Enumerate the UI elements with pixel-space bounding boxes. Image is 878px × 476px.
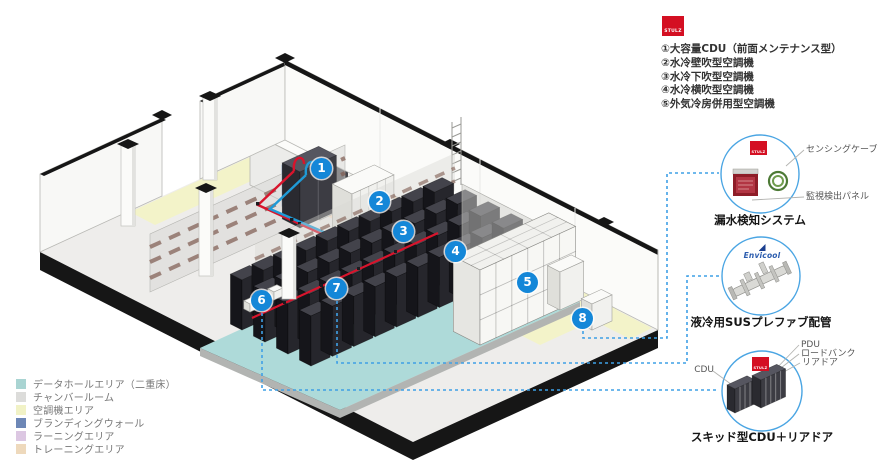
marker-badge-4: 4 — [445, 241, 466, 262]
cdu-label: CDU — [694, 365, 714, 375]
envicool-logo: Envicool — [744, 244, 780, 260]
equipment-list: ①大容量CDU（前面メンテナンス型） ②水冷壁吹型空調機 ③水冷下吹型空調機 ④… — [661, 43, 876, 112]
legend-swatch — [16, 430, 26, 441]
pdu-label: PDU — [801, 340, 820, 350]
stulz-logo-text: STULZ — [751, 150, 766, 154]
legend-label: トレーニングエリア — [33, 445, 125, 456]
monitoring-panel-label: 監視検出パネル — [806, 192, 870, 202]
stulz-logo: STULZ — [662, 16, 684, 36]
monitoring-panel-icon — [732, 168, 759, 196]
legend-row: 空調機エリア — [16, 403, 176, 417]
callout-connectors — [261, 172, 720, 391]
legend-swatch — [16, 443, 26, 454]
marker-badge-3: 3 — [393, 221, 414, 242]
marker-badge-6: 6 — [251, 290, 272, 311]
legend-label: チャンバールーム — [33, 393, 115, 404]
stulz-logo-small-2: STULZ — [752, 357, 769, 371]
callout-circles — [712, 134, 805, 432]
marker-badge-1: 1 — [311, 158, 332, 179]
stulz-logo-small: STULZ — [750, 141, 767, 155]
legend-label: ブランディングウォール — [33, 419, 145, 430]
legend-label: 空調機エリア — [33, 406, 95, 417]
wall-ladder — [451, 117, 462, 190]
columns-back — [117, 91, 221, 227]
stulz-logo-text: STULZ — [664, 29, 682, 34]
sus-piping-title: 液冷用SUSプレファブ配管 — [690, 315, 832, 329]
equipment-item-4: ④水冷横吹型空調機 — [661, 84, 754, 97]
marker-badge-7: 7 — [326, 278, 347, 299]
columns-front — [195, 183, 300, 300]
sensing-cable-label: センシングケーブル — [806, 145, 878, 155]
sus-pipe-icon — [727, 260, 792, 301]
legend-swatch — [16, 404, 26, 415]
equipment-item-3: ③水冷下吹型空調機 — [661, 70, 754, 83]
skid-cdu-icon — [726, 363, 787, 414]
rack-row-pipe — [251, 231, 439, 320]
legend-row: ブランディングウォール — [16, 416, 176, 430]
equipment-item-5: ⑤外気冷房併用型空調機 — [661, 98, 775, 111]
reardoor-label: リアドア — [802, 358, 839, 368]
legend-row: トレーニングエリア — [16, 442, 176, 456]
envicool-logo-text: Envicool — [743, 251, 781, 260]
stulz-logo-text: STULZ — [753, 366, 768, 370]
area-legend: データホールエリア（二重床） チャンバールーム 空調機エリア ブランディングウォ… — [16, 377, 176, 456]
legend-swatch — [16, 391, 26, 402]
loadbank-label: ロードバンク — [801, 349, 856, 359]
sensing-cable-icon — [767, 170, 789, 192]
legend-swatch — [16, 417, 26, 428]
legend-row: データホールエリア（二重床） — [16, 377, 176, 391]
equipment-item-1: ①大容量CDU（前面メンテナンス型） — [661, 43, 842, 55]
marker-badge-8: 8 — [572, 308, 593, 329]
equipment-item-2: ②水冷壁吹型空調機 — [661, 56, 754, 69]
legend-label: ラーニングエリア — [33, 432, 115, 443]
legend-row: チャンバールーム — [16, 390, 176, 404]
marker-badge-5: 5 — [517, 272, 538, 293]
legend-swatch — [16, 378, 26, 389]
legend-row: ラーニングエリア — [16, 429, 176, 443]
marker-badge-2: 2 — [369, 191, 390, 212]
legend-label: データホールエリア（二重床） — [33, 380, 176, 391]
envicool-flag-icon — [758, 244, 766, 251]
skid-cdu-title: スキッド型CDU＋リアドア — [690, 430, 834, 444]
leak-detection-title: 漏水検知システム — [714, 213, 806, 227]
